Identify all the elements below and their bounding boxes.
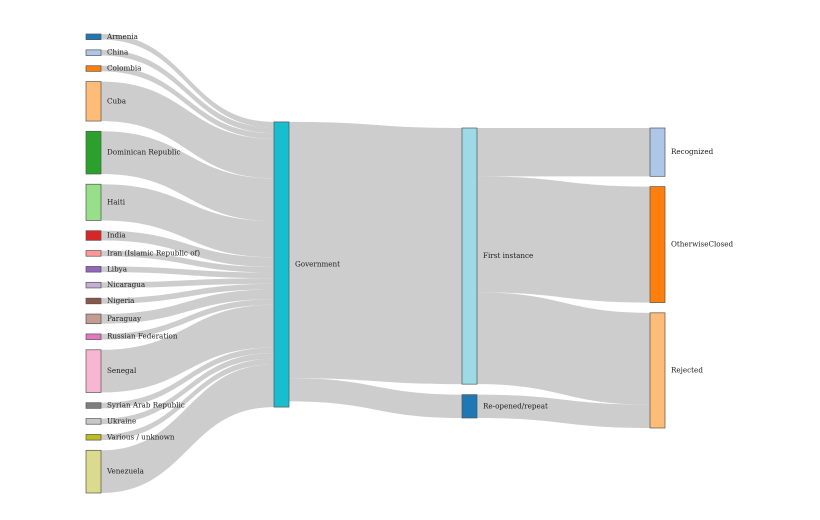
link-government-to-first-instance: [289, 121, 462, 385]
node-syrian-arab-republic: [85, 402, 102, 409]
node-label-china: China: [107, 48, 129, 57]
node-iran-islamic-republic-of: [85, 250, 102, 257]
node-otherwiseclosed: [649, 186, 666, 303]
node-label-senegal: Senegal: [107, 366, 137, 375]
node-label-russian-federation: Russian Federation: [107, 332, 178, 341]
link-armenia-to-government: [101, 34, 274, 128]
link-haiti-to-government: [101, 184, 274, 258]
node-senegal: [85, 349, 102, 393]
node-label-paraguay: Paraguay: [107, 314, 142, 323]
node-label-haiti: Haiti: [107, 197, 126, 206]
node-government: [273, 121, 290, 408]
node-label-government: Government: [295, 260, 340, 269]
node-label-libya: Libya: [107, 264, 128, 273]
node-rejected: [649, 312, 666, 429]
node-various-unknown: [85, 434, 102, 441]
node-label-nicaragua: Nicaragua: [107, 280, 146, 289]
node-label-otherwiseclosed: OtherwiseClosed: [671, 240, 734, 249]
node-label-recognized: Recognized: [671, 147, 714, 156]
node-armenia: [85, 33, 102, 40]
node-ukraine: [85, 418, 102, 425]
node-india: [85, 230, 102, 241]
node-label-venezuela: Venezuela: [106, 467, 145, 476]
node-recognized: [649, 127, 666, 177]
node-label-colombia: Colombia: [107, 64, 142, 73]
link-various-unknown-to-government: [101, 358, 274, 441]
node-label-armenia: Armenia: [106, 32, 139, 41]
node-label-nigeria: Nigeria: [107, 296, 135, 305]
link-india-to-government: [101, 230, 274, 267]
link-first-instance-to-recognized: [477, 128, 650, 177]
node-russian-federation: [85, 333, 102, 340]
node-label-iran-islamic-republic-of: Iran (Islamic Republic of): [107, 248, 200, 257]
link-first-instance-to-rejected: [477, 292, 650, 405]
link-first-instance-to-otherwiseclosed: [477, 176, 650, 303]
node-label-rejected: Rejected: [671, 365, 703, 374]
node-re-opened-repeat: [461, 394, 478, 419]
node-china: [85, 49, 102, 56]
node-haiti: [85, 183, 102, 221]
link-russian-federation-to-government: [101, 299, 274, 340]
link-re-opened-repeat-to-rejected: [477, 394, 650, 428]
link-venezuela-to-government: [101, 364, 274, 493]
link-paraguay-to-government: [101, 289, 274, 324]
node-label-syrian-arab-republic: Syrian Arab Republic: [107, 401, 185, 410]
node-label-re-opened-repeat: Re-opened/repeat: [483, 401, 548, 410]
node-cuba: [85, 81, 102, 122]
node-label-cuba: Cuba: [107, 96, 127, 105]
link-government-to-re-opened-repeat: [289, 378, 462, 418]
node-paraguay: [85, 313, 102, 325]
link-syrian-arab-republic-to-government: [101, 347, 274, 409]
node-label-ukraine: Ukraine: [107, 416, 136, 425]
link-colombia-to-government: [101, 65, 274, 139]
link-libya-to-government: [101, 266, 274, 279]
link-nigeria-to-government: [101, 283, 274, 304]
nodes-group: [85, 33, 666, 494]
links-group: [101, 34, 650, 493]
node-label-various-unknown: Various / unknown: [106, 432, 175, 441]
node-libya: [85, 266, 102, 273]
node-colombia: [85, 65, 102, 72]
node-label-first-instance: First instance: [483, 251, 533, 260]
node-first-instance: [461, 127, 478, 385]
link-dominican-republic-to-government: [101, 131, 274, 222]
node-label-india: India: [107, 231, 126, 240]
link-iran-islamic-republic-of-to-government: [101, 250, 274, 273]
link-china-to-government: [101, 49, 274, 134]
link-ukraine-to-government: [101, 353, 274, 425]
link-nicaragua-to-government: [101, 278, 274, 288]
link-cuba-to-government: [101, 81, 274, 179]
node-label-dominican-republic: Dominican Republic: [107, 148, 180, 157]
node-nicaragua: [85, 281, 102, 289]
node-venezuela: [85, 449, 102, 494]
link-senegal-to-government: [101, 304, 274, 393]
node-nigeria: [85, 297, 102, 305]
node-dominican-republic: [85, 130, 102, 175]
